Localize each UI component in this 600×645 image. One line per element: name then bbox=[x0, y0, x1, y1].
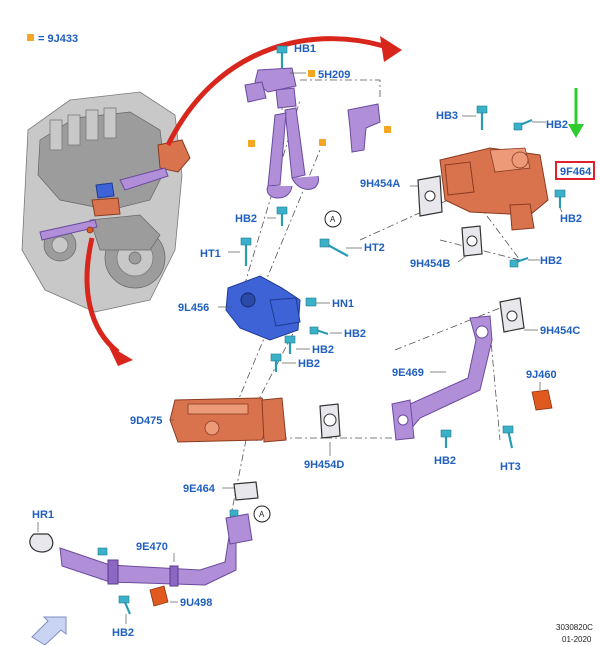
callout-9l456: 9L456 bbox=[178, 302, 209, 314]
bolt-hb2-bm bbox=[440, 429, 452, 448]
reference-markers: A A bbox=[253, 210, 342, 523]
red-arrows bbox=[84, 36, 402, 366]
callout-hb1: HB1 bbox=[294, 43, 316, 55]
egr-valve-9l456 bbox=[225, 275, 301, 341]
callout-9f464: 9F464 bbox=[560, 166, 592, 178]
callout-9h454d: 9H454D bbox=[304, 459, 344, 471]
bolt-hb2-ca bbox=[309, 326, 329, 336]
bolt-hb2-cb bbox=[284, 335, 296, 354]
bolt-9e470-a bbox=[97, 547, 108, 556]
legend-marker bbox=[27, 34, 34, 41]
callout-9h454c: 9H454C bbox=[540, 325, 580, 337]
bolt-hb2-tr bbox=[513, 118, 533, 131]
bolt-hb2-rm bbox=[554, 189, 566, 208]
engine-overview bbox=[21, 91, 191, 313]
gaskets bbox=[29, 175, 525, 553]
callout-hb3: HB3 bbox=[436, 110, 458, 122]
callout-hb2-center-b: HB2 bbox=[312, 344, 334, 356]
callout-hb2-right-lower: HB2 bbox=[540, 255, 562, 267]
ref-marker-a-bottom: A bbox=[259, 510, 265, 519]
callout-hb2-center-c: HB2 bbox=[298, 358, 320, 370]
bolt-hb3 bbox=[476, 105, 488, 130]
egr-cooler-9d475 bbox=[169, 397, 287, 443]
callout-ht3: HT3 bbox=[500, 461, 521, 473]
footer: 3030820C 01-2020 bbox=[556, 623, 593, 644]
bracket-9e464 bbox=[233, 481, 259, 501]
bolt-ht2 bbox=[319, 238, 349, 257]
callout-hb2-center-a: HB2 bbox=[344, 328, 366, 340]
callout-9h454a: 9H454A bbox=[360, 178, 400, 190]
upper-tube-assembly bbox=[244, 67, 381, 199]
callout-ht1: HT1 bbox=[200, 248, 221, 260]
callout-hb2-bottom-left: HB2 bbox=[112, 627, 134, 639]
callout-9e469: 9E469 bbox=[392, 367, 424, 379]
callout-hn1: HN1 bbox=[332, 298, 354, 310]
callout-hb2-right-mid: HB2 bbox=[560, 213, 582, 225]
callout-hb2-left: HB2 bbox=[235, 213, 257, 225]
callout-9h454b: 9H454B bbox=[410, 258, 450, 270]
sensors bbox=[149, 389, 553, 607]
green-arrow-head bbox=[568, 124, 584, 138]
legend-text: = 9J433 bbox=[38, 33, 78, 45]
orientation-arrow-icon bbox=[31, 616, 67, 645]
leader-lines bbox=[37, 72, 563, 624]
bolt-ht3 bbox=[502, 425, 514, 449]
bolt-hb2-rl bbox=[509, 256, 529, 268]
bolt-ht1 bbox=[240, 237, 252, 266]
bolt-9e470-b bbox=[229, 509, 239, 517]
highlight-9f464 bbox=[555, 88, 595, 180]
callout-9j460: 9J460 bbox=[526, 369, 557, 381]
callout-labels: HB1 5H209 HB3 HB2 9F464 9H454A HB2 HB2 H… bbox=[32, 43, 592, 639]
egr-cooler-9f464 bbox=[439, 147, 549, 231]
callout-9e470: 9E470 bbox=[136, 541, 168, 553]
orientation-arrow bbox=[31, 616, 67, 645]
egr-tube-9e470 bbox=[59, 513, 253, 587]
footer-date: 01-2020 bbox=[562, 635, 592, 644]
legend: = 9J433 bbox=[27, 33, 78, 45]
callout-hr1: HR1 bbox=[32, 509, 54, 521]
bolt-hb1 bbox=[276, 45, 288, 68]
highlight-box bbox=[555, 161, 595, 180]
bolt-hb2-bl bbox=[118, 595, 132, 615]
callout-9u498: 9U498 bbox=[180, 597, 212, 609]
fasteners bbox=[97, 45, 566, 615]
callout-9e464: 9E464 bbox=[183, 483, 216, 495]
bolt-hb2-cc bbox=[270, 353, 282, 372]
marker-squares bbox=[248, 70, 391, 147]
ref-marker-a-top: A bbox=[330, 215, 336, 224]
bolt-hn1 bbox=[305, 297, 317, 307]
callout-ht2: HT2 bbox=[364, 242, 385, 254]
egr-tube-9e469 bbox=[391, 315, 493, 441]
callout-hb2-top-right: HB2 bbox=[546, 119, 568, 131]
callout-9d475: 9D475 bbox=[130, 415, 162, 427]
callout-hb2-bottom-mid: HB2 bbox=[434, 455, 456, 467]
bolt-hb2-left bbox=[276, 206, 288, 226]
callout-5h209: 5H209 bbox=[318, 69, 350, 81]
footer-code: 3030820C bbox=[556, 623, 593, 632]
